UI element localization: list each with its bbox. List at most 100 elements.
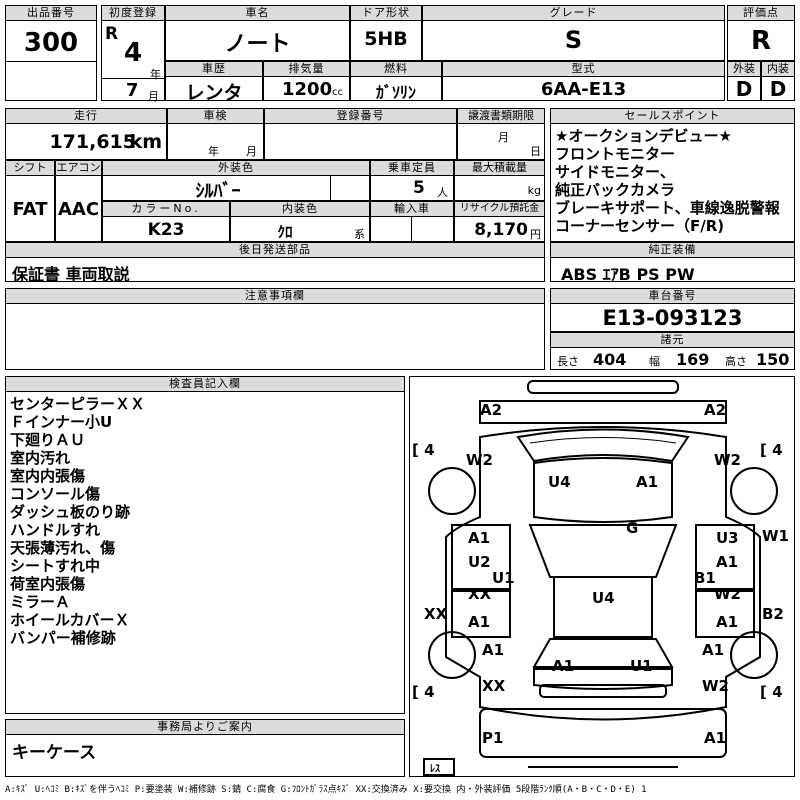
- capacity-label: 乗車定員: [371, 161, 453, 176]
- inspector-box: 検査員記入欄 センターピラーＸＸ Ｆインナー小U 下廻りＡＵ 室内汚れ 室内内張…: [5, 376, 405, 714]
- displacement-value: 1200: [282, 79, 333, 100]
- load-label: 最大積載量: [455, 161, 544, 176]
- interior-label: 内装: [762, 62, 794, 77]
- inspection-label: 車検: [168, 109, 263, 124]
- transfer-box: 譲渡書類期限 月 日: [457, 108, 545, 160]
- spare-label: ﾚｽ: [430, 764, 440, 775]
- recycle-unit: 円: [530, 228, 541, 241]
- car-outline: [423, 380, 761, 776]
- recycle-label: リサイクル預託金: [455, 202, 544, 217]
- carname-box: 車名 ノート: [165, 5, 350, 61]
- mark: XX: [468, 585, 492, 603]
- era: R: [105, 24, 119, 44]
- legend: A:ｷｽﾞ U:ﾍｺﾐ B:ｷｽﾞを伴うﾍｺﾐ P:要塗装 W:補修跡 S:錆 …: [5, 785, 647, 795]
- int-color-label: 内装色: [231, 202, 369, 217]
- mark: A1: [468, 613, 491, 631]
- capacity-unit: 人: [437, 186, 448, 199]
- mark: XX: [482, 677, 506, 695]
- height-value: 150: [756, 350, 790, 369]
- mark: P1: [482, 729, 504, 747]
- mark: A2: [480, 401, 503, 419]
- door-label: ドア形状: [351, 6, 421, 21]
- inspector-line: ホイールカバーＸ: [10, 611, 130, 629]
- transfer-label: 譲渡書類期限: [458, 109, 544, 124]
- inspector-line: シートすれ中: [10, 557, 101, 575]
- mark: A1: [636, 473, 659, 491]
- history-value: レンタ: [185, 82, 243, 104]
- sales-line: 純正バックカメラ: [555, 181, 676, 199]
- shift-value: FAT: [12, 199, 48, 220]
- mark: A1: [716, 553, 739, 571]
- width-value: 169: [676, 350, 710, 369]
- tire-rl: [ 4: [412, 683, 435, 701]
- mark: W2: [714, 451, 741, 469]
- lot-box: 出品番号 300: [5, 5, 97, 101]
- int-color-value: ｸﾛ: [277, 223, 293, 241]
- mark: A1: [704, 729, 727, 747]
- inspector-line: 室内汚れ: [10, 449, 71, 467]
- int-color-unit: 系: [354, 228, 365, 241]
- mark: A1: [552, 657, 575, 675]
- color-no-label: カラーNo.: [103, 202, 229, 217]
- import-label: 輸入車: [371, 202, 453, 217]
- car-name-label: 車名: [166, 6, 349, 21]
- later-parts-value: 保証書 車両取説: [12, 265, 130, 284]
- history-label: 車歴: [166, 62, 262, 77]
- interior-box: 内装 D: [761, 61, 795, 101]
- transfer-month: 月: [498, 131, 509, 144]
- later-parts-label: 後日発送部品: [6, 243, 544, 258]
- grade-box: グレード S: [422, 5, 725, 61]
- shift-label: シフト: [6, 161, 54, 176]
- recycle-value: 8,170: [474, 220, 528, 240]
- history-box: 車歴 レンタ: [165, 61, 263, 104]
- displacement-label: 排気量: [264, 62, 349, 77]
- mileage-unit: km: [129, 131, 162, 153]
- exterior-label: 外装: [728, 62, 760, 77]
- inspector-line: 荷室内張傷: [10, 575, 86, 593]
- mark: U1: [630, 657, 653, 675]
- reg-month: 7: [126, 80, 139, 101]
- inspector-label: 検査員記入欄: [6, 377, 404, 392]
- color-no-value: K23: [147, 220, 185, 240]
- exterior-value: D: [735, 77, 753, 101]
- mileage-value: 171,615: [49, 131, 136, 153]
- inspection-year: 年: [208, 145, 219, 158]
- inspector-line: ハンドルすれ: [10, 521, 101, 539]
- door-value: 5HB: [364, 28, 408, 50]
- mark: A1: [482, 641, 505, 659]
- wheel-rear-right: [730, 631, 778, 679]
- length-label: 長さ: [557, 355, 579, 368]
- wheel-front-right: [730, 467, 778, 515]
- inspector-line: ミラーＡ: [10, 593, 71, 611]
- mark: B2: [762, 605, 784, 623]
- chassis-box: 車台番号 E13-093123: [550, 288, 795, 332]
- fuel-value: ｶﾞｿﾘﾝ: [375, 83, 416, 102]
- fuel-label: 燃料: [351, 62, 441, 77]
- mark: A1: [716, 613, 739, 631]
- inspection-box: 車検 年 月: [167, 108, 264, 160]
- interior-value: D: [769, 77, 787, 101]
- width-label: 幅: [649, 355, 660, 368]
- year-unit: 年: [150, 68, 161, 81]
- reg-year: 4: [124, 38, 143, 68]
- inspector-line: 天張薄汚れ、傷: [10, 539, 116, 557]
- color-no-box: カラーNo. K23: [102, 201, 230, 242]
- mileage-label: 走行: [6, 109, 166, 124]
- inspector-line: 下廻りＡＵ: [10, 431, 86, 449]
- capacity-box: 乗車定員 5 人: [370, 160, 454, 201]
- score-box: 評価点 R: [727, 5, 795, 61]
- transfer-day: 日: [530, 145, 541, 158]
- first-reg-box: 初度登録 R 4 年 7 月: [101, 5, 165, 103]
- mark: XX: [424, 605, 448, 623]
- office-label: 事務局よりご案内: [6, 720, 404, 735]
- regno-label: 登録番号: [265, 109, 456, 124]
- later-parts-box: 後日発送部品 保証書 車両取説: [5, 242, 545, 284]
- mark: W2: [714, 585, 741, 603]
- equipment-label: 純正装備: [551, 243, 794, 258]
- dimensions-box: 諸元 長さ 404 幅 169 高さ 150: [550, 332, 795, 370]
- model-box: 型式 6AA-E13: [442, 61, 725, 101]
- sales-line: コーナーセンサー（F/R): [555, 217, 725, 235]
- mark: G: [626, 519, 639, 537]
- inspector-line: 室内内張傷: [10, 467, 86, 485]
- car-name: ノート: [224, 32, 291, 57]
